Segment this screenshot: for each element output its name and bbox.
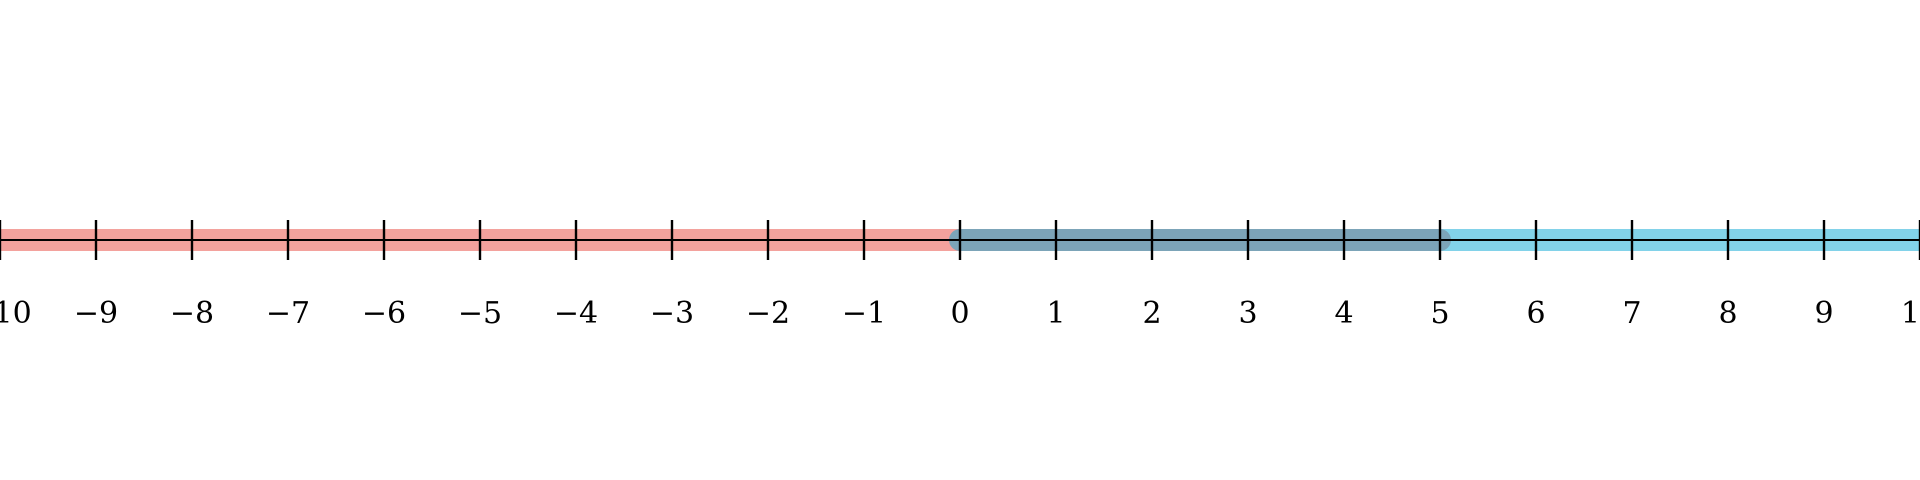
tick-label: 1 — [1046, 296, 1065, 331]
tick-label: −9 — [74, 296, 118, 331]
tick-label: −4 — [554, 296, 598, 331]
tick-label: −8 — [170, 296, 214, 331]
tick-label: −2 — [746, 296, 790, 331]
tick-label: 5 — [1430, 296, 1449, 331]
tick-label: 6 — [1526, 296, 1545, 331]
tick-label: 2 — [1142, 296, 1161, 331]
tick-label: −3 — [650, 296, 694, 331]
tick-label: 8 — [1718, 296, 1737, 331]
tick-label: 3 — [1238, 296, 1257, 331]
tick-label: −1 — [842, 296, 886, 331]
ticks-layer — [0, 220, 1920, 260]
tick-label: −5 — [458, 296, 502, 331]
tick-label: 4 — [1334, 296, 1353, 331]
tick-label: 0 — [950, 296, 969, 331]
tick-label: 9 — [1814, 296, 1833, 331]
tick-labels: −10−9−8−7−6−5−4−3−2−1012345678910 — [0, 296, 1920, 331]
tick-label: −6 — [362, 296, 406, 331]
tick-label: −7 — [266, 296, 310, 331]
tick-label: 7 — [1622, 296, 1641, 331]
tick-label: 10 — [1901, 296, 1920, 331]
tick-label: −10 — [0, 296, 32, 331]
